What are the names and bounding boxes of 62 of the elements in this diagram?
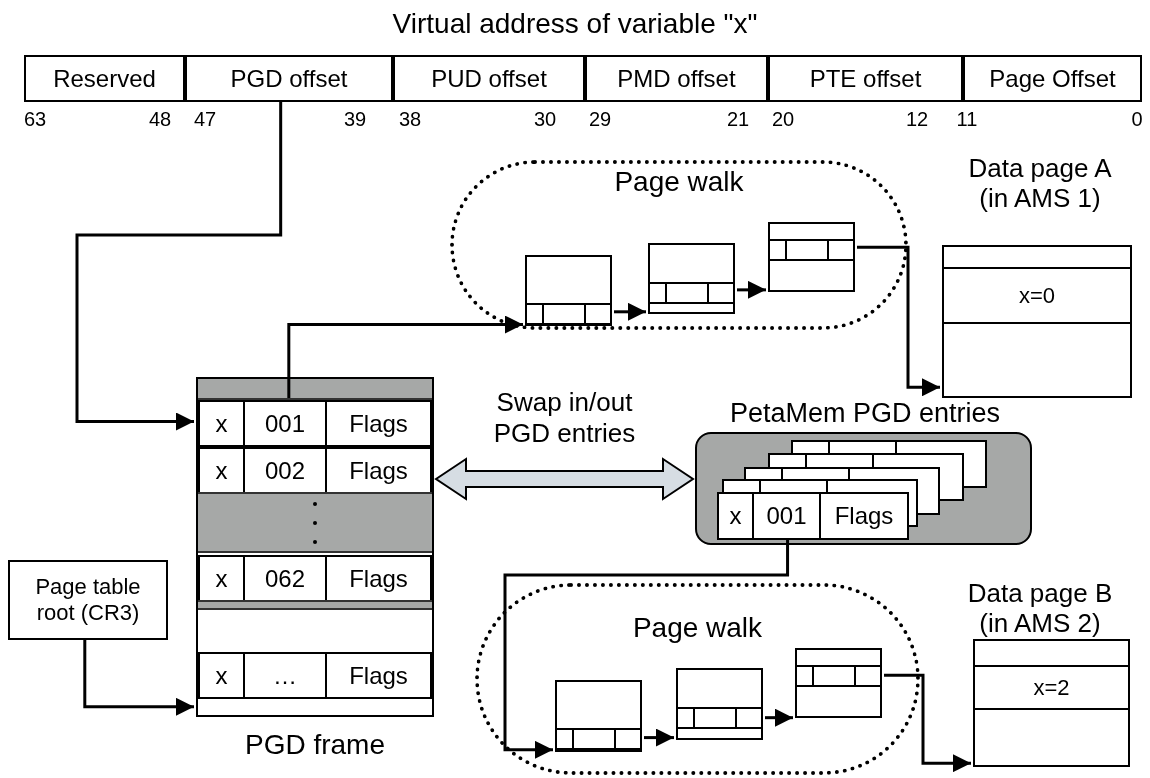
bit-number: 20: [771, 108, 795, 131]
bit-field: PMD offset: [585, 55, 768, 102]
dotted-region: [475, 583, 920, 775]
group-title: PetaMem PGD entries: [728, 398, 1002, 428]
arrow: [503, 540, 790, 759]
bit-number: 29: [588, 108, 612, 131]
table-cell: 001: [243, 400, 327, 447]
shaded-band: [198, 492, 432, 553]
table-cell: x: [198, 555, 245, 602]
arrow: [287, 315, 523, 398]
page-table: [768, 222, 855, 292]
bit-number: 63: [23, 108, 47, 131]
bit-number: 48: [148, 108, 172, 131]
table-cell: x: [198, 652, 245, 699]
table-cell: Flags: [325, 447, 432, 494]
page-table: [555, 680, 642, 752]
page-table: [676, 668, 763, 740]
page-table: [795, 648, 882, 718]
bit-field: Reserved: [24, 55, 185, 102]
shaded-band: [198, 600, 432, 610]
table-cell: …: [243, 652, 327, 699]
bit-number: 38: [398, 108, 422, 131]
table-cell: x: [717, 492, 754, 540]
diagram-title: Virtual address of variable "x": [391, 8, 759, 40]
bit-field: PUD offset: [393, 55, 585, 102]
bit-number: 12: [905, 108, 929, 131]
value-row: x=0: [942, 267, 1132, 324]
bit-number: 21: [726, 108, 750, 131]
bit-field: PGD offset: [185, 55, 393, 102]
bit-number: 11: [956, 108, 978, 131]
bit-number: 0: [1131, 108, 1143, 131]
table-cell: 001: [752, 492, 821, 540]
frame-title: PGD frame: [244, 729, 386, 761]
table-cell: x: [198, 447, 245, 494]
arrow: [75, 102, 283, 431]
bit-number: 39: [343, 108, 367, 131]
table-cell: Flags: [819, 492, 909, 540]
region-title: Page walk: [613, 166, 745, 198]
arrow: [737, 280, 766, 299]
region-title: Page walk: [631, 612, 764, 644]
table-cell: x: [198, 400, 245, 447]
table-cell: Flags: [325, 555, 432, 602]
page-table: [648, 243, 735, 314]
arrow: [884, 673, 971, 773]
value-row: x=2: [973, 665, 1130, 710]
table-cell: Flags: [325, 400, 432, 447]
bit-field: Page Offset: [963, 55, 1142, 102]
arrow: [857, 245, 940, 397]
double-arrow: [434, 457, 695, 501]
dotted-region: [450, 160, 908, 330]
bit-number: 30: [533, 108, 557, 131]
arrow: [83, 640, 194, 716]
page-title: Data page A (in AMS 1): [967, 153, 1113, 213]
bit-number: 47: [193, 108, 217, 131]
page-title: Data page B (in AMS 2): [966, 578, 1114, 638]
arrow: [614, 302, 646, 321]
table-cell: Flags: [325, 652, 432, 699]
page-table: [525, 255, 612, 326]
arrow: [644, 728, 674, 747]
register-box: Page table root (CR3): [8, 560, 168, 640]
bit-field: PTE offset: [768, 55, 963, 102]
arrow: [765, 708, 793, 727]
